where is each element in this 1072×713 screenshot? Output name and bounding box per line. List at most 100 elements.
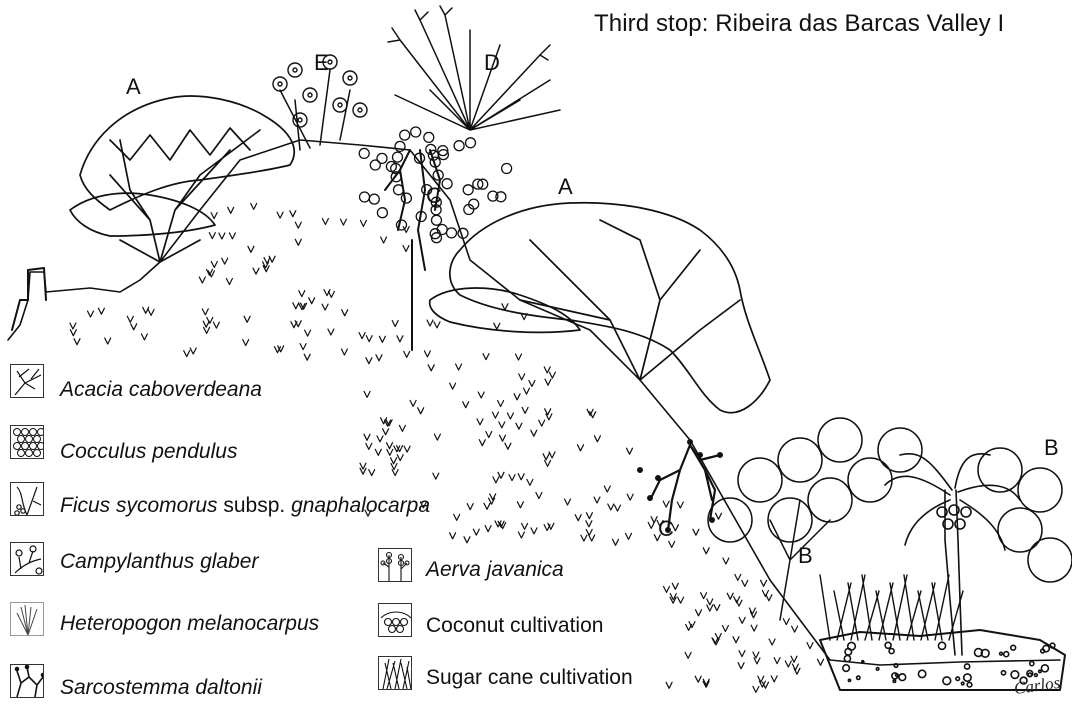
grass-tick — [549, 452, 555, 458]
grass-tick — [404, 446, 410, 452]
grass-tick — [127, 316, 133, 322]
coconut-palms — [885, 454, 1020, 655]
grass-tick — [340, 219, 346, 225]
grass-tick — [727, 593, 733, 599]
soil-pebble — [894, 664, 898, 668]
grass-tick — [715, 634, 721, 640]
grass-tick — [433, 473, 439, 479]
grass-tick — [454, 514, 460, 520]
grass-tick — [494, 323, 500, 329]
grass-tick — [529, 381, 535, 387]
grass-tick — [304, 354, 310, 360]
grass-tick — [295, 222, 301, 228]
grass-tick — [739, 617, 745, 623]
soil-pebble — [848, 679, 850, 681]
grass-tick — [211, 213, 217, 219]
grass-tick — [202, 309, 208, 315]
grass-tick — [243, 340, 249, 346]
acacia-icon — [10, 364, 44, 398]
grass-tick — [209, 233, 215, 239]
grass-tick — [666, 682, 672, 688]
grass-tick — [479, 440, 485, 446]
grass-tick — [269, 256, 275, 262]
grass-tick — [735, 574, 741, 580]
sugar-cane-stand — [820, 575, 963, 640]
grass-tick — [522, 523, 528, 529]
grass-tick — [248, 246, 254, 252]
grass-tick — [486, 432, 492, 438]
cocculus-leaf — [377, 153, 387, 163]
grass-tick — [222, 258, 228, 264]
coconut — [961, 507, 971, 517]
grass-tick — [376, 355, 382, 361]
cane-leaf — [904, 575, 914, 640]
grass-tick — [492, 412, 498, 418]
grass-tick — [428, 365, 434, 371]
grass-tick — [771, 676, 777, 682]
soil-pebble — [961, 682, 964, 685]
campylanthus-flower-center — [358, 108, 362, 112]
grass-tick — [527, 479, 533, 485]
grass-tick — [519, 374, 525, 380]
grass-tick — [518, 474, 524, 480]
grass-tick — [701, 593, 707, 599]
grass-tick — [627, 494, 633, 500]
grass-tick — [753, 686, 759, 692]
grass-tick — [493, 477, 499, 483]
grass-tick — [211, 262, 217, 268]
grass-tick — [226, 279, 232, 285]
soil-pebble — [1011, 671, 1019, 679]
grass-tick — [791, 656, 797, 662]
grass-tick — [464, 537, 470, 543]
grass-tick — [539, 420, 545, 426]
grass-tick — [207, 317, 213, 323]
grass-tick — [575, 515, 581, 521]
soil-pebble — [899, 674, 906, 681]
soil-pebble — [1011, 645, 1016, 650]
soil-pebble — [1001, 671, 1005, 675]
soil-pebble — [967, 682, 972, 687]
grass-tick — [375, 449, 381, 455]
grass-tick — [148, 309, 154, 315]
grass-tick — [758, 676, 764, 682]
soil-pebble — [1030, 662, 1034, 666]
soil-pebble — [843, 665, 850, 672]
cocculus-leaf — [401, 193, 411, 203]
grass-tick — [546, 414, 552, 420]
grass-tick — [648, 522, 654, 528]
coconut-cluster — [937, 505, 971, 529]
soil-pebble — [893, 680, 895, 682]
cocculus-leaf — [377, 208, 387, 218]
grass-tick — [473, 529, 479, 535]
grass-tick — [565, 499, 571, 505]
grass-tick — [485, 526, 491, 532]
ficus-canopy — [708, 418, 1072, 620]
grass-tick — [392, 470, 398, 476]
coconut-icon — [378, 603, 412, 637]
grass-tick — [509, 475, 515, 481]
campylanthus-flower-center — [308, 93, 312, 97]
grass-tick — [693, 529, 699, 535]
grass-tick — [244, 316, 250, 322]
cocculus-leaf — [424, 132, 434, 142]
grass-tick — [359, 333, 365, 339]
cocculus-leaf — [463, 185, 473, 195]
grass-tick — [377, 436, 383, 442]
grass-tick — [131, 324, 137, 330]
grass-tick — [517, 502, 523, 508]
grass-tick — [204, 327, 210, 333]
grass-tick — [305, 330, 311, 336]
soil-pebble — [938, 642, 945, 649]
grass-tick — [141, 334, 147, 340]
soil-pebble — [1000, 652, 1003, 655]
grass-tick — [499, 422, 505, 428]
grass-tick — [392, 321, 398, 327]
grass-tick — [716, 513, 722, 519]
cocculus-leaf — [454, 141, 464, 151]
grass-tick — [387, 449, 393, 455]
grass-tick — [190, 348, 196, 354]
sarcostemma-flower — [688, 440, 692, 444]
grass-tick — [229, 233, 235, 239]
grass-tick — [531, 430, 537, 436]
grass-tick — [807, 643, 813, 649]
